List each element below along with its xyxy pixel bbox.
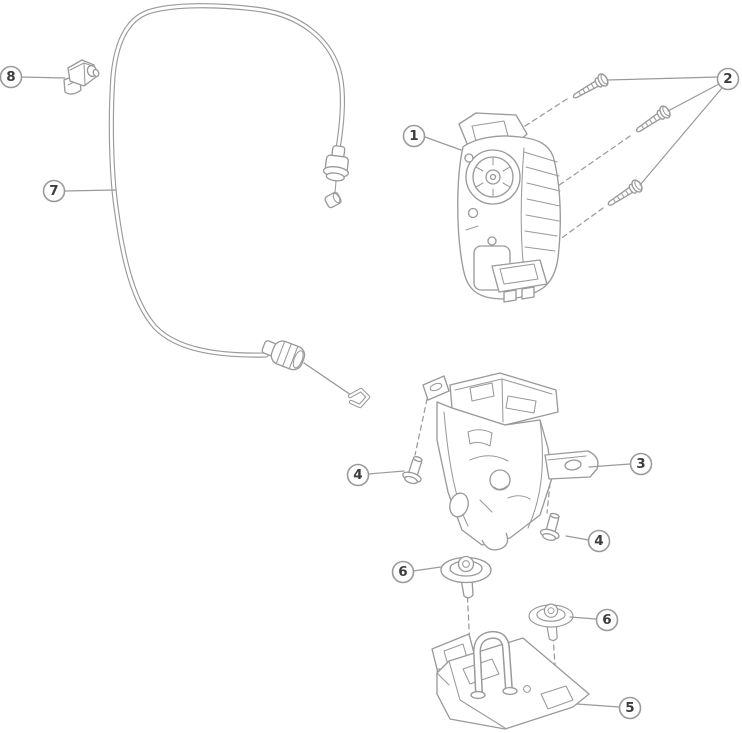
actuator-mounting-screws-illustration — [572, 73, 671, 206]
callout-7: 7 — [42, 179, 66, 203]
svg-text:8: 8 — [6, 69, 15, 85]
cable-clip-illustration — [63, 59, 100, 95]
svg-text:2: 2 — [723, 71, 732, 87]
cable-end-cap-upper — [324, 191, 342, 209]
striker-plate-illustration — [431, 630, 590, 730]
cable-end-fitting-upper — [322, 145, 349, 182]
latch-assembly-illustration — [422, 372, 599, 551]
screw — [635, 105, 671, 133]
leader-lines — [20, 76, 723, 708]
lock-actuator-illustration — [457, 112, 561, 303]
callout-8: 8 — [0, 65, 23, 89]
svg-text:5: 5 — [625, 700, 634, 716]
svg-text:7: 7 — [49, 183, 58, 199]
svg-text:4: 4 — [594, 533, 603, 549]
cable-ferrule — [261, 340, 306, 371]
latch-screw-right-illustration — [539, 512, 560, 542]
callout-5: 5 — [618, 696, 642, 720]
striker-bolt-right-illustration — [528, 603, 574, 642]
svg-text:1: 1 — [409, 128, 418, 144]
callout-4-right: 4 — [587, 529, 611, 553]
striker-bolt-left-illustration — [440, 555, 492, 599]
latch-screw-left-illustration — [402, 456, 423, 485]
svg-text:4: 4 — [353, 467, 362, 483]
svg-text:6: 6 — [398, 564, 407, 580]
callout-2: 2 — [716, 67, 740, 91]
screw — [572, 73, 609, 99]
callout-6-left: 6 — [391, 560, 415, 584]
screw — [607, 179, 643, 206]
svg-text:6: 6 — [602, 612, 611, 628]
callout-4-left: 4 — [346, 463, 370, 487]
callout-1: 1 — [402, 124, 426, 148]
release-cable-illustration — [108, 3, 371, 409]
svg-text:3: 3 — [636, 456, 645, 472]
callout-6-right: 6 — [595, 608, 619, 632]
callout-3: 3 — [629, 452, 653, 476]
